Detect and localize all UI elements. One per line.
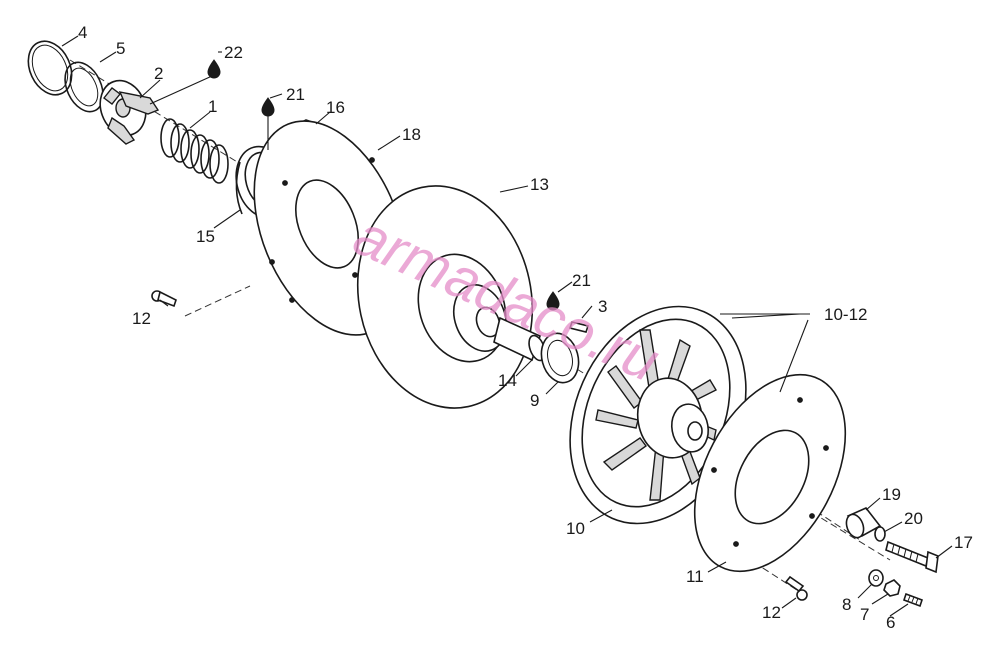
callout-4: 4 xyxy=(78,23,87,42)
part-9-ring xyxy=(540,332,580,384)
callout-22: 22 xyxy=(224,43,243,62)
callout-16: 16 xyxy=(326,98,345,117)
callout-15: 15 xyxy=(196,227,215,246)
callout-21-mid: 21 xyxy=(572,271,591,290)
callout-21-top: 21 xyxy=(286,85,305,104)
part-12-screw-bottom xyxy=(784,575,808,601)
part-19-bushing xyxy=(845,507,882,539)
grease-drop-icon-21-top xyxy=(261,97,275,117)
grease-drop-icon-21-mid xyxy=(546,291,560,311)
callout-2: 2 xyxy=(154,64,163,83)
callout-3: 3 xyxy=(598,297,607,316)
part-13-sheave xyxy=(356,185,534,409)
part-17-bolt xyxy=(885,540,939,574)
callout-8: 8 xyxy=(842,595,851,614)
part-6-set-screw xyxy=(902,592,924,608)
grease-drop-icon-22 xyxy=(207,59,221,79)
callout-9: 9 xyxy=(530,391,539,410)
part-5-ring xyxy=(64,61,104,113)
callout-17: 17 xyxy=(954,533,973,552)
part-2-spider xyxy=(99,79,160,145)
callout-12-bottom: 12 xyxy=(762,603,781,622)
leader-lines xyxy=(61,35,953,617)
part-7-nut xyxy=(883,579,901,597)
part-3-key xyxy=(568,321,590,333)
callout-11: 11 xyxy=(686,567,704,586)
part-20-washer xyxy=(874,526,886,542)
callout-19: 19 xyxy=(882,485,901,504)
callout-6: 6 xyxy=(886,613,895,632)
callout-13: 13 xyxy=(530,175,549,194)
callout-5: 5 xyxy=(116,39,125,58)
callout-18: 18 xyxy=(402,125,421,144)
callout-14: 14 xyxy=(498,371,517,390)
callout-10: 10 xyxy=(566,519,585,538)
callout-1: 1 xyxy=(208,97,217,116)
part-8-washer xyxy=(868,569,884,587)
bolt-axis xyxy=(184,285,251,317)
part-12-screw-top xyxy=(151,290,177,308)
callout-labels: 4 5 2 22 1 21 16 18 15 13 12 21 3 10-12 … xyxy=(78,23,973,632)
callout-7: 7 xyxy=(860,605,869,624)
callout-10-12: 10-12 xyxy=(824,305,867,324)
callout-20: 20 xyxy=(904,509,923,528)
part-11-cover-plate xyxy=(693,373,847,573)
part-1-spring xyxy=(160,118,229,184)
callout-12-top: 12 xyxy=(132,309,151,328)
part-4-snap-ring xyxy=(27,40,73,96)
